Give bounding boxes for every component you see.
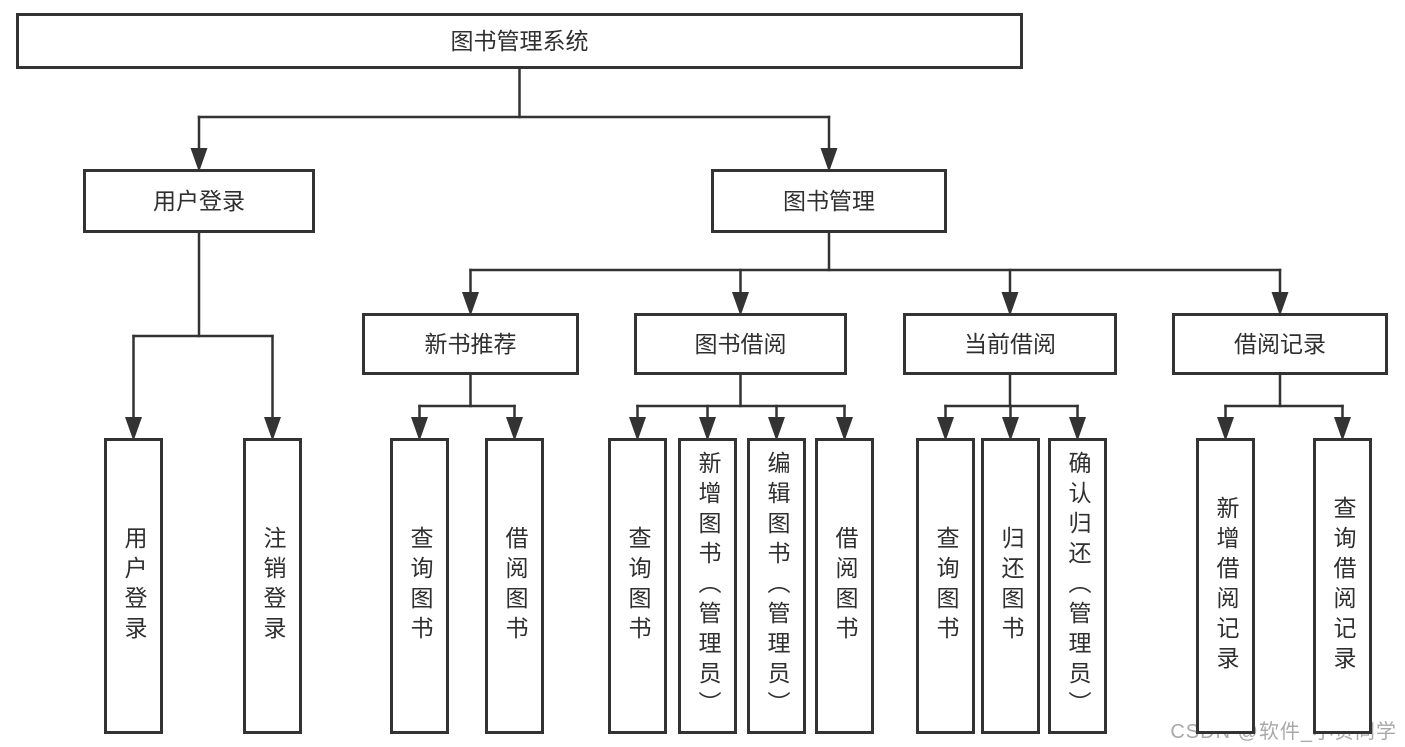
node-leaf-cb-return: 归还图书 <box>981 438 1040 734</box>
node-label-leaf-cb-confirm: 确认归还（管理员） <box>1065 451 1091 721</box>
node-label-borrow-records: 借阅记录 <box>1234 330 1326 357</box>
node-label-user-login: 用户登录 <box>153 187 245 214</box>
node-label-new-book-rec: 新书推荐 <box>424 330 517 357</box>
node-label-book-borrow: 图书借阅 <box>694 330 787 357</box>
node-label-current-borrow: 当前借阅 <box>964 330 1056 357</box>
node-current-borrow: 当前借阅 <box>903 313 1117 375</box>
node-leaf-logout: 注销登录 <box>243 438 302 734</box>
node-leaf-nb-query: 查询图书 <box>390 438 449 734</box>
node-leaf-rec-query: 查询借阅记录 <box>1313 438 1372 734</box>
node-label-leaf-bb-edit: 编辑图书（管理员） <box>764 451 790 721</box>
node-leaf-cb-query: 查询图书 <box>916 438 975 734</box>
node-label-leaf-logout: 注销登录 <box>260 526 286 646</box>
node-leaf-bb-edit: 编辑图书（管理员） <box>747 438 806 734</box>
node-leaf-cb-confirm: 确认归还（管理员） <box>1048 438 1107 734</box>
node-label-leaf-rec-query: 查询借阅记录 <box>1330 496 1356 676</box>
node-book-mgmt: 图书管理 <box>711 169 947 233</box>
node-label-leaf-bb-borrow: 借阅图书 <box>832 526 858 646</box>
node-label-leaf-nb-borrow: 借阅图书 <box>502 526 528 646</box>
node-leaf-bb-add: 新增图书（管理员） <box>678 438 737 734</box>
node-label-leaf-bb-query: 查询图书 <box>625 526 651 646</box>
node-label-leaf-user-login: 用户登录 <box>121 526 147 646</box>
node-leaf-bb-query: 查询图书 <box>608 438 667 734</box>
node-label-leaf-bb-add: 新增图书（管理员） <box>695 451 721 721</box>
node-user-login: 用户登录 <box>83 169 315 233</box>
node-leaf-rec-add: 新增借阅记录 <box>1196 438 1255 734</box>
node-label-root: 图书管理系统 <box>450 27 589 54</box>
node-label-leaf-rec-add: 新增借阅记录 <box>1213 496 1239 676</box>
node-borrow-records: 借阅记录 <box>1172 313 1388 375</box>
node-label-leaf-nb-query: 查询图书 <box>407 526 433 646</box>
node-label-leaf-cb-query: 查询图书 <box>933 526 959 646</box>
node-label-leaf-cb-return: 归还图书 <box>998 526 1024 646</box>
node-new-book-rec: 新书推荐 <box>362 313 579 375</box>
node-root: 图书管理系统 <box>16 13 1023 69</box>
node-leaf-user-login: 用户登录 <box>104 438 163 734</box>
node-book-borrow: 图书借阅 <box>634 313 847 375</box>
node-label-book-mgmt: 图书管理 <box>783 187 875 214</box>
node-leaf-nb-borrow: 借阅图书 <box>485 438 544 734</box>
node-leaf-bb-borrow: 借阅图书 <box>815 438 874 734</box>
